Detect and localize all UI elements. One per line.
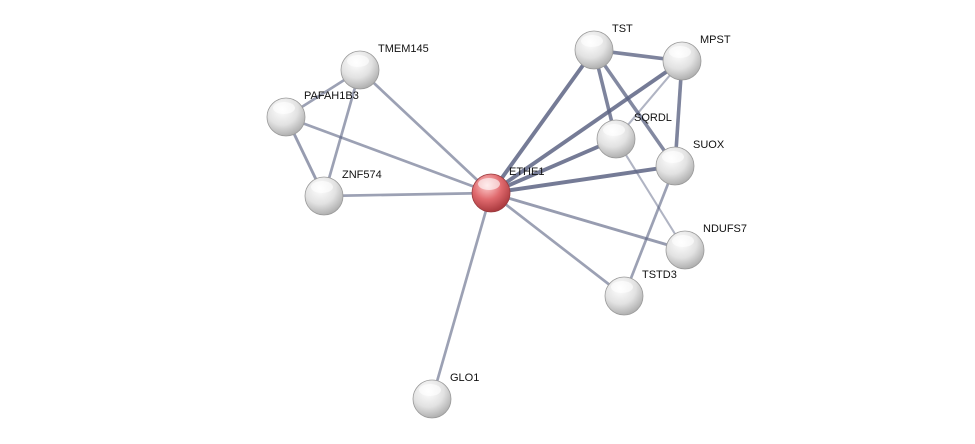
- node-znf574[interactable]: ZNF574: [304, 169, 382, 216]
- node-tmem145[interactable]: TMEM145: [340, 43, 429, 90]
- sphere-highlight: [347, 55, 369, 67]
- sphere-highlight: [581, 35, 603, 47]
- node-tst[interactable]: TST: [574, 23, 633, 70]
- node-label: PAFAH1B3: [304, 90, 359, 102]
- sphere-highlight: [662, 151, 684, 163]
- sphere-highlight: [273, 102, 295, 114]
- edge-tmem145-ethe1[interactable]: [359, 69, 492, 194]
- sphere-highlight: [669, 46, 691, 58]
- sphere-highlight: [311, 181, 333, 193]
- edge-sqrdl-ndufs7[interactable]: [615, 138, 686, 251]
- node-ethe1[interactable]: ETHE1: [471, 166, 544, 213]
- edge-ethe1-suox[interactable]: [490, 164, 676, 195]
- node-tstd3[interactable]: TSTD3: [604, 269, 677, 316]
- node-label: TMEM145: [378, 43, 429, 55]
- sphere-highlight: [672, 235, 694, 247]
- edge-ethe1-mpst[interactable]: [489, 59, 684, 195]
- node-mpst[interactable]: MPST: [662, 34, 731, 81]
- edge-ethe1-sqrdl[interactable]: [490, 137, 617, 195]
- node-sqrdl[interactable]: SQRDL: [596, 112, 672, 159]
- edge-ethe1-tst[interactable]: [489, 48, 596, 195]
- edge-ethe1-ndufs7[interactable]: [490, 191, 686, 252]
- sphere-highlight: [419, 384, 441, 396]
- node-suox[interactable]: SUOX: [655, 139, 725, 186]
- node-label: SUOX: [693, 139, 725, 151]
- edge-znf574-ethe1[interactable]: [323, 191, 492, 198]
- node-label: GLO1: [450, 372, 479, 384]
- sphere-highlight: [611, 281, 633, 293]
- node-label: TSTD3: [642, 269, 677, 281]
- sphere-highlight: [478, 178, 500, 190]
- node-ndufs7[interactable]: NDUFS7: [665, 223, 747, 270]
- node-label: ETHE1: [509, 166, 544, 178]
- node-label: SQRDL: [634, 112, 672, 124]
- node-label: NDUFS7: [703, 223, 747, 235]
- node-label: TST: [612, 23, 633, 35]
- edge-tst-suox[interactable]: [592, 48, 677, 168]
- sphere-highlight: [603, 124, 625, 136]
- node-label: ZNF574: [342, 169, 382, 181]
- node-glo1[interactable]: GLO1: [412, 372, 479, 419]
- edge-tmem145-znf574[interactable]: [322, 69, 362, 197]
- edge-pafah1b3-ethe1[interactable]: [285, 115, 492, 195]
- edge-ethe1-glo1[interactable]: [430, 192, 493, 400]
- node-label: MPST: [700, 34, 731, 46]
- node-pafah1b3[interactable]: PAFAH1B3: [266, 90, 359, 137]
- edge-suox-tstd3[interactable]: [622, 165, 677, 297]
- edge-ethe1-tstd3[interactable]: [490, 191, 625, 298]
